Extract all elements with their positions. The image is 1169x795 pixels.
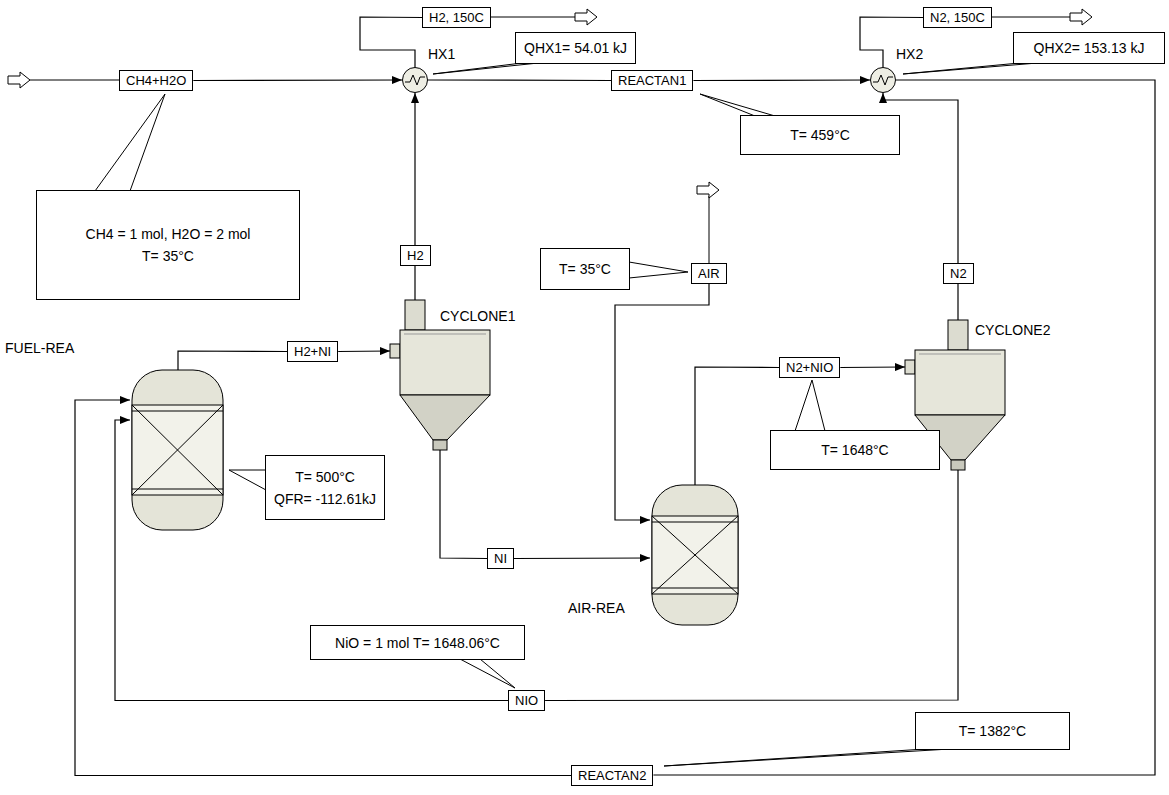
stream-connector	[860, 17, 923, 67]
callout-tail	[664, 749, 950, 766]
node-text: CH4 = 1 mol, H2O = 2 mol	[86, 226, 251, 242]
stream-label: N2+NIO	[779, 357, 840, 378]
equipment-label: AIR-REA	[568, 600, 625, 616]
callout-tail	[95, 94, 165, 191]
stream-connector	[193, 79, 402, 81]
callout-box: T= 35°C	[540, 248, 630, 290]
heat-exchanger: HX2	[870, 67, 896, 93]
node-text: QHX1= 54.01 kJ	[524, 40, 627, 56]
callout-tail	[629, 262, 688, 278]
stream-connector	[695, 367, 779, 485]
stream-connector	[514, 557, 650, 559]
node-text: NI	[494, 551, 507, 566]
stream-connector	[428, 79, 611, 81]
outlet-arrow	[1070, 9, 1092, 25]
stream-label: N2	[943, 263, 974, 284]
node-text: QFR= -112.61kJ	[274, 491, 376, 507]
heat-exchanger-outline	[402, 67, 428, 93]
stream-label: H2+NI	[287, 341, 338, 362]
stream-connector	[360, 17, 422, 67]
node-text: QHX2= 153.13 kJ	[1034, 40, 1145, 56]
node-text: T= 1382°C	[959, 723, 1026, 739]
outlet-arrow	[575, 9, 597, 25]
node-text: T= 500°C	[295, 469, 355, 485]
callout-tail	[229, 470, 266, 490]
stream-connector	[545, 470, 958, 701]
stream-connector	[957, 284, 958, 320]
callout-tail	[795, 380, 825, 431]
stream-connector	[414, 266, 415, 300]
equipment-label: HX1	[428, 46, 455, 62]
stream-connector	[414, 93, 415, 245]
air-inlet-arrow	[697, 182, 719, 198]
cyclone: CYCLONE1	[390, 300, 495, 450]
callout-box: T= 1648°C	[770, 430, 940, 470]
stream-label: H2, 150C	[422, 7, 491, 28]
equipment-label: FUEL-REA	[5, 340, 74, 356]
reactor: AIR-REA	[650, 485, 740, 625]
reactor-outline	[130, 370, 225, 530]
node-text: REACTAN2	[578, 768, 646, 783]
node-text: NIO	[515, 693, 538, 708]
callout-box: T= 500°C QFR= -112.61kJ	[265, 455, 385, 520]
callout-tail	[700, 94, 775, 116]
heat-exchanger: HX1	[402, 67, 428, 93]
node-text: T= 35°C	[142, 248, 194, 264]
reactor: FUEL-REA	[130, 370, 225, 530]
stream-label: REACTAN2	[571, 765, 653, 786]
node-text: NiO = 1 mol T= 1648.06°C	[335, 635, 500, 651]
stream-connector	[75, 400, 571, 776]
node-text: T= 1648°C	[821, 442, 888, 458]
callout-box: CH4 = 1 mol, H2O = 2 mol T= 35°C	[36, 190, 300, 300]
stream-label: N2, 150C	[923, 7, 992, 28]
node-text: N2, 150C	[930, 10, 985, 25]
stream-label: AIR	[691, 263, 727, 284]
equipment-label: CYCLONE2	[975, 322, 1050, 338]
callout-box: T= 1382°C	[915, 712, 1070, 750]
stream-label: NI	[487, 548, 514, 569]
stream-connector	[338, 350, 390, 352]
callout-box: QHX2= 153.13 kJ	[1013, 32, 1165, 64]
node-text: H2+NI	[294, 344, 331, 359]
node-text: REACTAN1	[618, 73, 686, 88]
callout-box: QHX1= 54.01 kJ	[515, 32, 636, 64]
feed-arrow	[8, 72, 30, 88]
node-text: T= 459°C	[790, 127, 850, 143]
callout-box: T= 459°C	[740, 115, 900, 155]
node-text: T= 35°C	[559, 261, 611, 277]
reactor-outline	[650, 485, 740, 625]
stream-label: NIO	[508, 690, 545, 711]
node-text: N2+NIO	[786, 360, 833, 375]
stream-label: REACTAN1	[611, 70, 693, 91]
node-text: AIR	[698, 266, 720, 281]
node-text: H2, 150C	[429, 10, 484, 25]
stream-connector	[693, 79, 870, 81]
callout-box: NiO = 1 mol T= 1648.06°C	[310, 625, 525, 660]
stream-connector	[653, 80, 1155, 775]
equipment-label: HX2	[896, 46, 923, 62]
node-text: H2	[407, 248, 424, 263]
callout-tail	[460, 659, 515, 688]
node-text: CH4+H2O	[126, 73, 186, 88]
stream-connector	[840, 366, 905, 368]
stream-connector	[178, 351, 287, 370]
node-text: N2	[950, 266, 967, 281]
stream-connector	[440, 450, 487, 559]
stream-label: CH4+H2O	[119, 70, 193, 91]
equipment-label: CYCLONE1	[440, 308, 515, 324]
stream-label: H2	[400, 245, 431, 266]
air-inlet-line	[709, 196, 710, 273]
heat-exchanger-outline	[870, 67, 896, 93]
